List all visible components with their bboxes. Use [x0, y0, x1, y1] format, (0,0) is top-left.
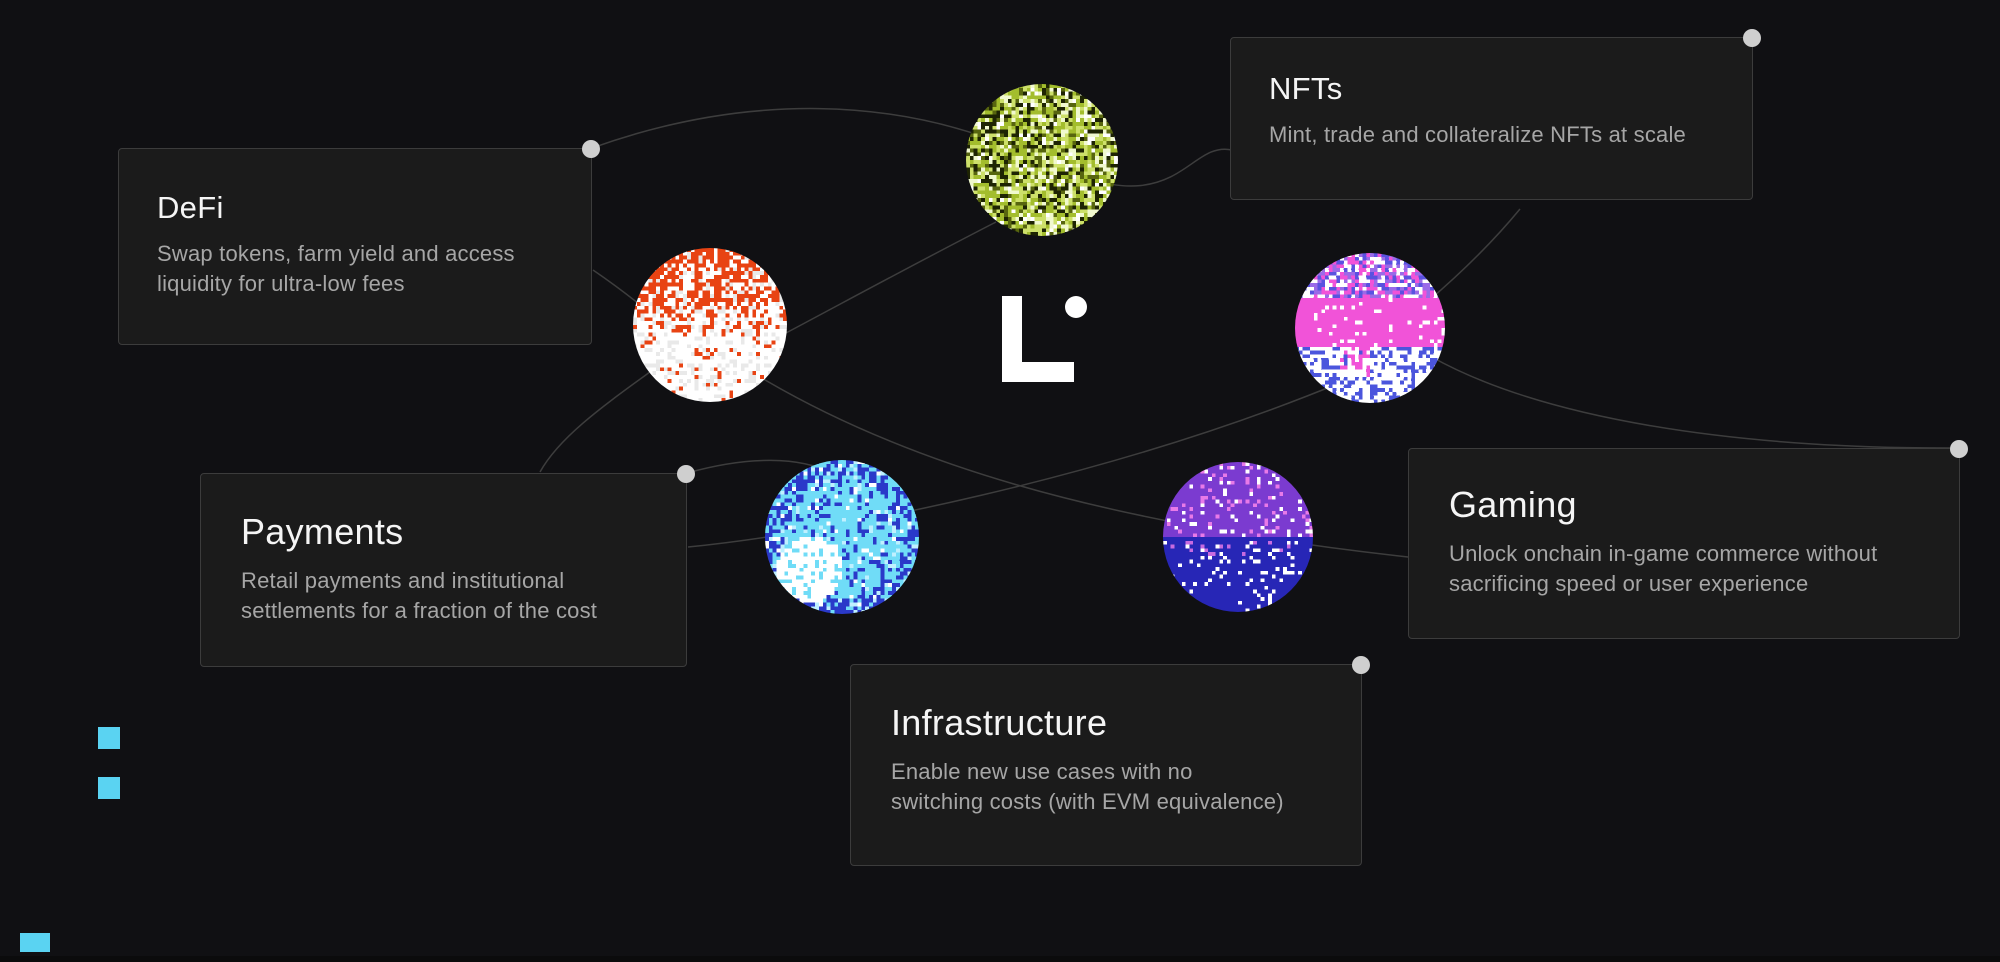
accent-square: [98, 727, 120, 749]
pixel-sphere-green: [966, 84, 1118, 236]
pixel-sphere-purple: [1163, 462, 1313, 612]
accent-square: [20, 933, 50, 952]
pixel-sphere-cyan: [765, 460, 919, 614]
card-payments: Payments Retail payments and institution…: [200, 465, 695, 667]
connector-dot: [677, 465, 695, 483]
card-gaming-description: Unlock onchain in-game commerce without …: [1449, 540, 1878, 596]
connector-dot: [1352, 656, 1370, 674]
connector-dot: [1950, 440, 1968, 458]
orbit-arc: [591, 107, 1233, 187]
section-bottom-seam: [0, 956, 2000, 962]
connector-dot: [582, 140, 600, 158]
card-nfts: NFTs Mint, trade and collateralize NFTs …: [1230, 29, 1761, 200]
orbit-arc: [539, 368, 655, 473]
card-payments-description: Retail payments and institutional settle…: [241, 567, 598, 623]
logo-l-horizontal: [1002, 362, 1074, 382]
orbit-arc: [1429, 355, 1961, 449]
orbit-arc: [1425, 208, 1521, 304]
orbit-arc: [687, 381, 1343, 548]
accent-square: [98, 777, 120, 799]
pixel-sphere-pink: [1295, 253, 1445, 403]
card-infrastructure-title: Infrastructure: [891, 702, 1108, 743]
card-nfts-description: Mint, trade and collateralize NFTs at sc…: [1269, 122, 1686, 148]
logo-dot: [1065, 296, 1087, 318]
card-defi-title: DeFi: [157, 190, 224, 225]
orbit-arc: [785, 221, 997, 334]
card-infrastructure: Infrastructure Enable new use cases with…: [850, 656, 1370, 866]
logo-l-vertical: [1002, 296, 1022, 382]
card-infrastructure-description: Enable new use cases with no switching c…: [891, 758, 1284, 814]
card-payments-title: Payments: [241, 511, 404, 552]
pixel-sphere-orange: [633, 248, 787, 402]
card-gaming: Gaming Unlock onchain in-game commerce w…: [1408, 440, 1968, 639]
lightlink-logo: [1002, 296, 1092, 382]
card-defi: DeFi Swap tokens, farm yield and access …: [118, 140, 600, 345]
card-nfts-title: NFTs: [1269, 71, 1343, 106]
card-defi-description: Swap tokens, farm yield and access liqui…: [157, 241, 515, 297]
connector-dot: [1743, 29, 1761, 47]
card-gaming-title: Gaming: [1449, 484, 1577, 525]
